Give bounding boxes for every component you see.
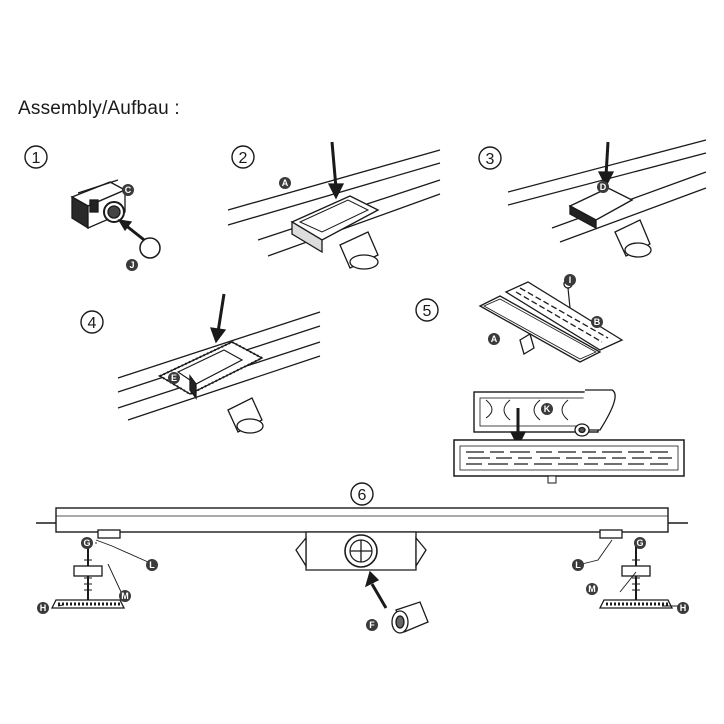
svg-text:F: F <box>369 620 375 630</box>
seal-ring <box>139 237 161 259</box>
arrow-head <box>117 219 133 232</box>
arrow-head <box>364 570 380 588</box>
arrow-shaft <box>604 141 610 177</box>
badge-G-left: G <box>81 537 93 549</box>
mounting-bracket-left <box>97 529 121 539</box>
svg-text:B: B <box>594 317 601 327</box>
badge-E: E <box>168 372 180 384</box>
step-6: 6 <box>36 482 688 634</box>
arrow-head <box>597 171 615 188</box>
badge-D: D <box>597 181 609 193</box>
step-number-label: 3 <box>486 151 495 168</box>
step-5: 5 <box>415 279 685 484</box>
step-number-label: 5 <box>423 303 432 320</box>
svg-text:G: G <box>83 538 90 548</box>
badge-A-step2: A <box>279 177 291 189</box>
svg-text:A: A <box>282 178 289 188</box>
svg-text:C: C <box>125 185 132 195</box>
svg-text:K: K <box>544 404 551 414</box>
badge-B: B <box>591 316 603 328</box>
arrow-shaft <box>330 141 338 189</box>
step-number-label: 2 <box>239 150 248 167</box>
mounting-bracket-right <box>599 529 623 539</box>
step-2: 2 <box>227 141 441 270</box>
badge-G-right: G <box>634 537 646 549</box>
badge-J: J <box>126 259 138 271</box>
badge-K: K <box>541 403 553 415</box>
svg-text:M: M <box>588 584 596 594</box>
badge-H-left: H <box>37 602 49 614</box>
svg-text:J: J <box>129 260 134 270</box>
badge-H-right: H <box>677 602 689 614</box>
diagram-title: Assembly/Aufbau : <box>18 98 180 119</box>
badge-M-left: M <box>119 590 131 602</box>
svg-text:H: H <box>680 603 687 613</box>
badge-F: F <box>366 619 378 631</box>
svg-text:L: L <box>575 560 581 570</box>
svg-text:G: G <box>636 538 643 548</box>
arrow-head <box>210 327 227 344</box>
grate-slots <box>466 451 672 465</box>
step-number-circle <box>24 145 48 169</box>
badge-A-step5: A <box>488 333 500 345</box>
arrow-shaft <box>216 293 226 333</box>
step-3: 3 <box>478 139 707 258</box>
badge-L-right: L <box>572 559 584 571</box>
svg-text:M: M <box>121 591 129 601</box>
step-1: 1 <box>24 145 161 259</box>
arrow-head <box>509 431 527 448</box>
step-4: 4 <box>80 293 321 434</box>
cleaning-wipes <box>485 399 593 421</box>
svg-text:A: A <box>491 334 498 344</box>
badge-M-right: M <box>586 583 598 595</box>
arrow-head <box>327 183 345 200</box>
drain-grate <box>504 281 624 351</box>
outlet-opening-inner <box>107 205 121 219</box>
arrow-shaft <box>370 583 388 609</box>
badge-I: I <box>564 274 576 286</box>
drain-channel <box>478 295 602 363</box>
svg-text:E: E <box>171 373 177 383</box>
badge-L-left: L <box>146 559 158 571</box>
step-number-label: 6 <box>358 487 367 504</box>
step-number-label: 4 <box>88 315 97 332</box>
svg-text:I: I <box>569 275 572 285</box>
drain-channel-side <box>55 507 669 533</box>
badge-C: C <box>122 184 134 196</box>
lifting-hook <box>567 287 571 309</box>
svg-text:H: H <box>40 603 47 613</box>
part-badges: C J A D E I B A K G L M <box>37 177 689 631</box>
step-number-label: 1 <box>32 150 41 167</box>
tape-roll <box>578 389 616 431</box>
svg-text:D: D <box>600 182 607 192</box>
svg-text:L: L <box>149 560 155 570</box>
